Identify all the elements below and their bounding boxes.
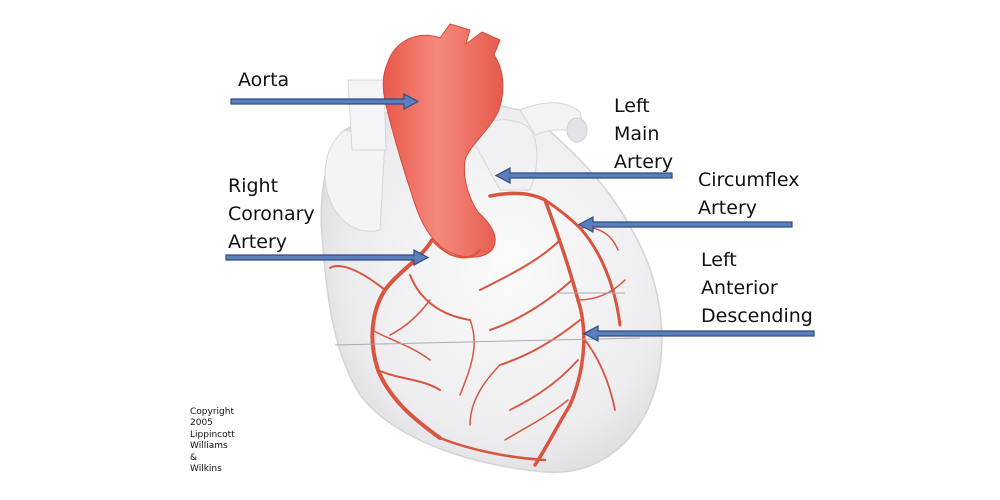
left-anterior-descending-label-line: Left (701, 249, 737, 271)
pulmonary-vein-opening (566, 117, 588, 143)
right-coronary-artery-label-line: Right (228, 175, 279, 197)
left-main-artery-label-line: Main (614, 123, 660, 145)
right-coronary-artery-label-line: Coronary (228, 203, 315, 225)
right-coronary-artery-label-line: Artery (228, 231, 288, 253)
right-coronary-artery-label: Right Coronary Artery (228, 172, 315, 256)
copyright-line: Copyright (190, 407, 234, 417)
left-main-artery-label: Left Main Artery (614, 92, 673, 176)
superior-vena-cava (347, 79, 387, 151)
copyright-line: & (190, 452, 198, 463)
circumflex-artery-label: Circumflex Artery (698, 166, 800, 222)
aorta-vessel (382, 23, 504, 258)
left-main-artery-label-line: Artery (614, 151, 674, 173)
copyright-line: Wilkins (190, 464, 222, 475)
aorta-label-line: Aorta (238, 69, 290, 91)
left-anterior-descending-arrow (582, 324, 815, 343)
section-line (334, 337, 641, 346)
left-main-artery-arrow (494, 166, 673, 185)
left-anterior-descending-label-line: Anterior (701, 277, 778, 299)
aorta-arrow (230, 92, 420, 111)
circumflex-artery-arrow (577, 215, 793, 234)
copyright-line: Lippincott (190, 429, 235, 440)
copyright-line: 2005 (190, 418, 213, 429)
right-coronary-artery-arrow (225, 248, 430, 267)
coronary-arteries (329, 191, 626, 467)
right-atrium (324, 129, 386, 232)
circumflex-artery-label-line: Circumflex (698, 169, 800, 191)
pointer-arrows (225, 92, 815, 343)
copyright-notice: Copyright 2005 Lippincott Williams & Wil… (190, 407, 235, 475)
aorta-label: Aorta (238, 66, 289, 94)
copyright-line: Williams (190, 441, 228, 452)
circumflex-artery-label-line: Artery (698, 197, 758, 219)
left-anterior-descending-label: Left Anterior Descending (701, 246, 813, 330)
left-main-artery-label-line: Left (614, 95, 650, 117)
left-anterior-descending-label-line: Descending (701, 305, 813, 327)
